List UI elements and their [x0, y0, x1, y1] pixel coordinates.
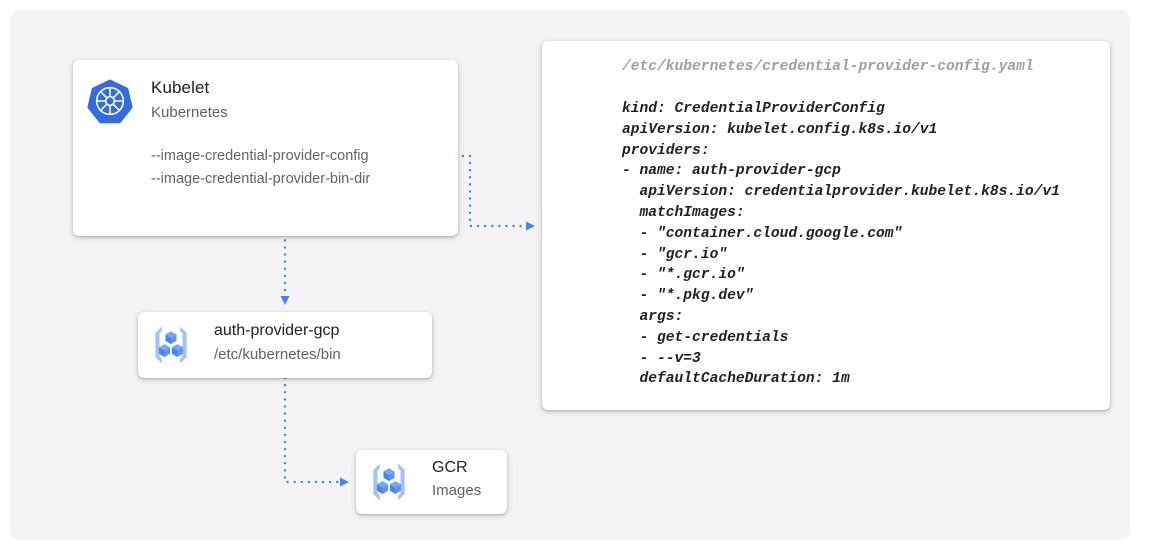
kubelet-subtitle: Kubernetes	[151, 104, 228, 121]
kubelet-title: Kubelet	[151, 78, 210, 97]
credential-provider-config-card[interactable]: /etc/kubernetes/credential-provider-conf…	[542, 41, 1110, 410]
container-registry-icon	[373, 463, 405, 501]
config-file-path: /etc/kubernetes/credential-provider-conf…	[622, 59, 1034, 75]
kubelet-flag-bin-dir: --image-credential-provider-bin-dir	[151, 171, 371, 187]
auth-provider-gcp-card[interactable]: auth-provider-gcp /etc/kubernetes/bin	[138, 312, 432, 378]
kubernetes-helm-icon	[87, 79, 133, 124]
kubelet-card[interactable]: Kubelet Kubernetes --image-credential-pr…	[73, 60, 458, 236]
container-registry-icon	[155, 326, 187, 364]
auth-provider-subtitle: /etc/kubernetes/bin	[214, 346, 341, 363]
gcr-title: GCR	[432, 459, 468, 476]
auth-provider-title: auth-provider-gcp	[214, 322, 340, 339]
kubelet-flags: --image-credential-provider-config --ima…	[151, 145, 370, 191]
gcr-card[interactable]: GCR Images	[356, 450, 507, 514]
kubelet-flag-config: --image-credential-provider-config	[151, 148, 369, 164]
config-yaml-content: kind: CredentialProviderConfig apiVersio…	[622, 101, 1060, 388]
gcr-subtitle: Images	[432, 482, 482, 499]
